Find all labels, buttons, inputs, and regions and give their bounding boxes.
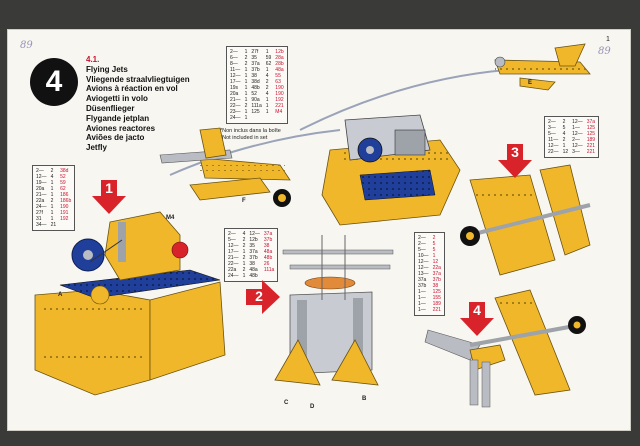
parts-column: 2—3—5—11—12—22—: [548, 119, 559, 155]
label-b: B: [362, 396, 367, 402]
title-it: Aviogetti in volo: [86, 94, 148, 104]
label-d: D: [310, 404, 315, 410]
step-arrow-1: 1: [92, 180, 126, 214]
step-arrow-2: 2: [246, 280, 280, 314]
label-c: C: [284, 400, 289, 406]
plane-step-three: [460, 164, 591, 276]
step-arrow-label: 4: [473, 302, 481, 318]
title-pt: Aviões de jacto: [86, 133, 145, 143]
page-number: 1: [606, 36, 610, 43]
step-arrow-label: 2: [255, 288, 263, 304]
base-with-motor: [34, 211, 226, 396]
handwritten-note-right: 89: [598, 46, 611, 57]
title-en: Flying Jets: [86, 64, 128, 74]
title-es: Aviones reactores: [86, 123, 156, 133]
parts-notes: *Non inclus dans la boîte *Not included …: [220, 128, 281, 142]
label-f: F: [242, 198, 246, 204]
rotating-base-top: [159, 114, 461, 226]
step-arrow-label: 1: [105, 180, 113, 196]
step-arrow-3: 3: [498, 144, 532, 178]
plane-step-four: [424, 289, 586, 408]
note-not-included-fr: *Non inclus dans la boîte: [220, 128, 281, 134]
arrow-down-icon: [92, 180, 126, 214]
section-number: 4.1.: [86, 55, 100, 64]
step-arrow-4: 4: [460, 302, 494, 336]
turntable-assembly: [274, 235, 394, 386]
step-number-badge: 4: [30, 58, 78, 106]
label-e: E: [528, 80, 533, 86]
title-de: Düsenflieger: [86, 103, 135, 113]
title-fr: Avions à réaction en vol: [86, 84, 178, 94]
plane-top-right: [299, 43, 591, 131]
title-nl: Vliegende straalvliegtuigen: [86, 74, 190, 84]
arrow-down-icon: [498, 144, 532, 178]
parts-column: 12—1—12—2—12—3—: [572, 119, 583, 155]
step-arrow-label: 3: [511, 144, 519, 160]
label-a: A: [58, 292, 63, 298]
arrow-down-icon: [460, 302, 494, 336]
label-m4: M4: [166, 215, 175, 221]
title-da: Jetfly: [86, 143, 107, 153]
note-not-included-en: *Not included in set: [220, 135, 268, 141]
title-sv: Flygande jetplan: [86, 113, 150, 123]
arrow-right-icon: [246, 280, 280, 314]
model-titles: 4.1. Flying Jets Vliegende straalvliegtu…: [86, 55, 190, 153]
handwritten-note-left: 89: [20, 40, 33, 51]
